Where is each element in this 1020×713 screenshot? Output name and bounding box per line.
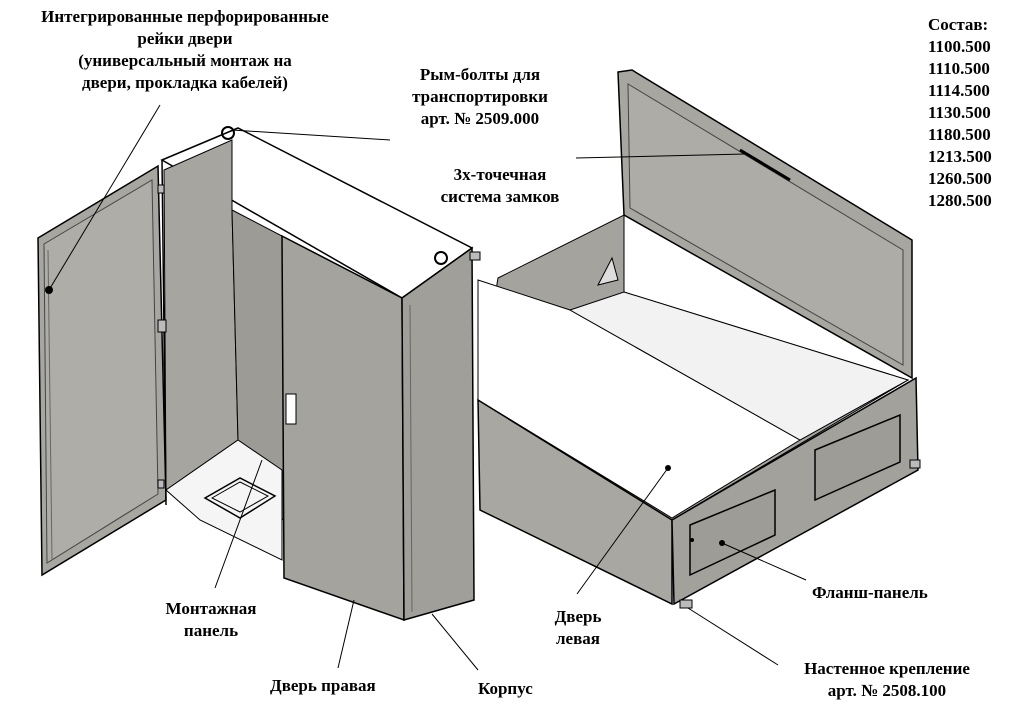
label-lock-system-line-2: система замков <box>440 187 560 206</box>
label-left-door-line-2: левая <box>556 629 600 648</box>
label-mounting-panel-line-1: Монтажная <box>165 599 257 618</box>
label-door-rails-line-3: (универсальный монтаж на <box>78 51 292 70</box>
label-housing: Корпус <box>478 679 533 698</box>
label-flange-panel: Фланш-панель <box>812 583 928 602</box>
label-left-door: Дверь левая <box>540 606 616 650</box>
composition-item: 1110.500 <box>928 59 990 78</box>
label-lock-system: 3х-точечная система замков <box>420 164 580 208</box>
composition-item: 1114.500 <box>928 81 990 100</box>
label-right-door: Дверь правая <box>270 676 376 695</box>
label-door-rails: Интегрированные перфорированные рейки дв… <box>4 6 366 94</box>
composition-item: 1280.500 <box>928 191 992 210</box>
label-eye-bolts-line-1: Рым-болты для <box>419 65 541 84</box>
label-door-rails-line-2: рейки двери <box>137 29 233 48</box>
label-left-door-line-1: Дверь <box>554 607 602 626</box>
label-mounting-panel-line-2: панель <box>183 621 239 640</box>
composition-item: 1213.500 <box>928 147 992 166</box>
leader-lines <box>48 104 807 671</box>
right-enclosure-body <box>469 69 921 609</box>
label-eye-bolts-line-3: арт. № 2509.000 <box>420 109 540 128</box>
label-wall-mount-line-1: Настенное крепление <box>804 659 970 678</box>
left-enclosure-body <box>157 126 475 622</box>
composition-item: 1100.500 <box>928 37 991 56</box>
label-wall-mount-line-2: арт. № 2508.100 <box>827 681 947 700</box>
composition-item: 1180.500 <box>928 125 991 144</box>
composition-item: 1260.500 <box>928 169 992 188</box>
label-eye-bolts-line-2: транспортировки <box>412 87 548 106</box>
open-door-left-enclosure <box>37 164 167 577</box>
label-lock-system-line-1: 3х-точечная <box>453 165 547 184</box>
label-door-rails-line-1: Интегрированные перфорированные <box>41 7 329 26</box>
composition-item: 1130.500 <box>928 103 991 122</box>
label-wall-mount: Настенное крепление арт. № 2508.100 <box>780 658 994 702</box>
label-eye-bolts: Рым-болты для транспортировки арт. № 250… <box>380 64 580 130</box>
composition-title: Состав: <box>928 15 989 34</box>
label-door-rails-line-4: двери, прокладка кабелей) <box>82 73 288 92</box>
composition-list: Состав: 1100.500 1110.500 1114.500 1130.… <box>928 14 1018 212</box>
label-mounting-panel: Монтажная панель <box>146 598 276 642</box>
